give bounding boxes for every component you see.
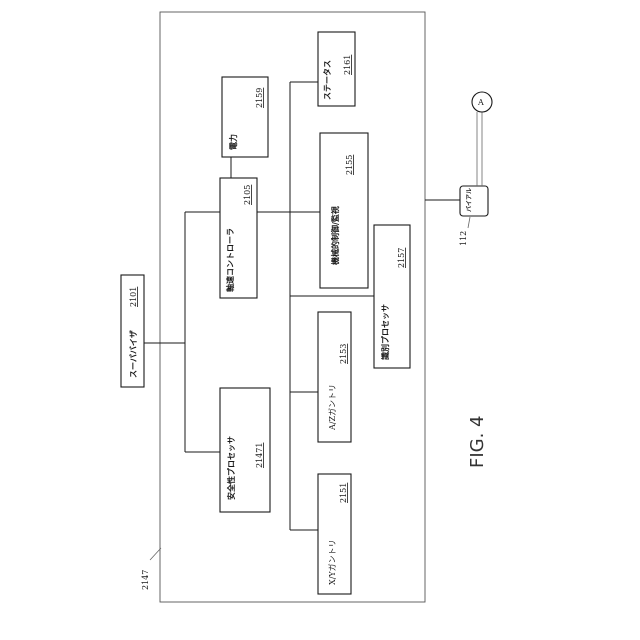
id-processor-ref: 2157	[397, 248, 406, 268]
xy-gantry-label: X/Yガントリ	[327, 539, 337, 585]
mech-control-label: 機械的制御/監視	[330, 206, 340, 265]
safety-processor-label: 安全性プロセッサ	[226, 436, 236, 500]
safety-processor-ref: 21471	[255, 443, 264, 468]
az-gantry-ref: 2153	[339, 344, 348, 364]
supervisor-label: スーパバイザ	[128, 330, 138, 378]
speed-controller-label: 軸速コントローラ	[225, 228, 235, 292]
power-ref: 2159	[255, 88, 264, 108]
frame-ref-leader	[150, 548, 161, 560]
power-label: 電力	[228, 134, 238, 150]
speed-controller-ref: 2105	[243, 185, 252, 205]
vial-box	[460, 186, 488, 216]
vial-ref: 112	[459, 231, 468, 246]
connector-a-label: A	[477, 98, 484, 107]
mech-control-box	[320, 133, 368, 288]
figure-caption: FIG. 4	[467, 415, 488, 468]
vial-label: バイアル	[465, 188, 473, 212]
id-processor-label: 識別プロセッサ	[380, 304, 390, 360]
status-label: ステータス	[322, 60, 332, 100]
mech-control-ref: 2155	[345, 155, 354, 175]
xy-gantry-ref: 2151	[339, 483, 348, 503]
supervisor-ref: 2101	[129, 287, 138, 307]
az-gantry-label: A/Zガントリ	[327, 384, 337, 431]
vial-ref-leader	[468, 217, 470, 228]
frame-ref: 2147	[141, 570, 150, 590]
status-ref: 2161	[343, 55, 352, 75]
